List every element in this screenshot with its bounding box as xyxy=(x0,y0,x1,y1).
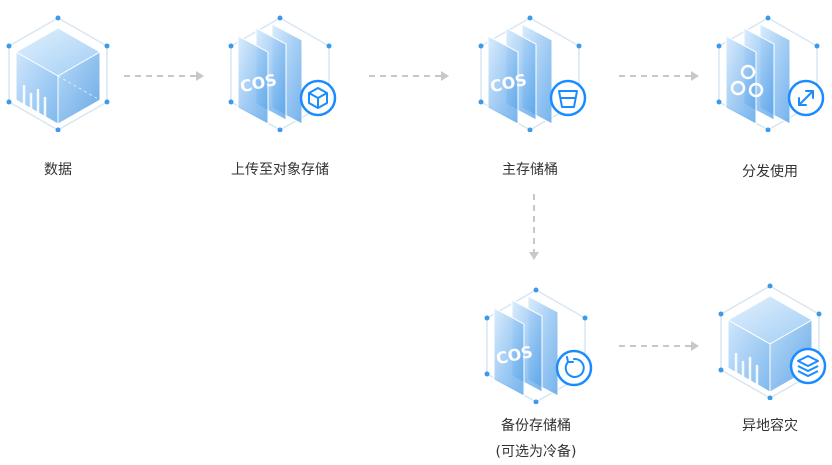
upload-label: 上传至对象存储 xyxy=(231,162,329,178)
remote-cube xyxy=(718,283,827,400)
backup-sublabel: (可选为冷备) xyxy=(495,444,577,460)
distribute-node xyxy=(710,12,830,132)
cos-stack: COS xyxy=(228,15,337,132)
distribute-stack xyxy=(716,15,825,132)
remote-node xyxy=(712,280,832,400)
backup-label: 备份存储桶 xyxy=(501,418,571,434)
bucket-icon xyxy=(558,90,578,108)
primary-node: COS xyxy=(472,12,592,132)
primary-label: 主存储桶 xyxy=(502,162,558,178)
refresh-icon xyxy=(564,356,585,378)
arrow-primary-to-distribute xyxy=(617,70,701,82)
backup-node: COS xyxy=(478,284,598,404)
layers-icon xyxy=(797,355,819,377)
data-node xyxy=(0,12,120,132)
bar-chart-icon xyxy=(22,84,47,120)
upload-node: COS xyxy=(222,12,342,132)
data-label: 数据 xyxy=(44,162,72,178)
cos-stack: COS xyxy=(484,287,593,404)
arrow-data-to-upload xyxy=(122,70,206,82)
cos-stack: COS xyxy=(478,15,587,132)
arrow-backup-to-remote xyxy=(617,340,701,352)
arrow-upload-to-primary xyxy=(367,70,451,82)
expand-arrow-icon xyxy=(798,90,814,106)
bar-chart-icon xyxy=(734,352,759,388)
data-cube xyxy=(6,15,110,132)
remote-label: 异地容灾 xyxy=(742,418,798,434)
share-nodes-icon xyxy=(730,64,764,98)
arrow-primary-to-backup xyxy=(528,192,540,264)
cube-icon xyxy=(308,87,328,109)
distribute-label: 分发使用 xyxy=(742,164,798,180)
